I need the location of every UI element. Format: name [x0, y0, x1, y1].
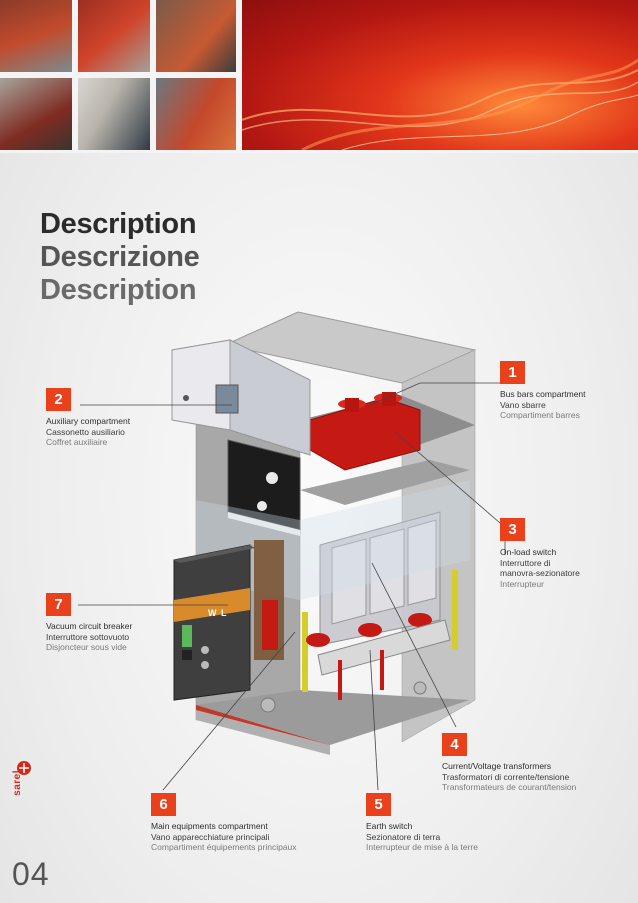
callout-label-7: Vacuum circuit breaker Interruttore sott… [46, 621, 132, 653]
page-title-italian: Descrizione [40, 241, 200, 273]
label-it: Interruttore sottovuoto [46, 631, 130, 642]
label-en: Main equipments compartment [151, 821, 268, 831]
label-fr: Interrupteur [500, 578, 544, 589]
label-it: Trasformatori di corrente/tensione [442, 771, 570, 782]
label-it: Vano apparecchiature principali [151, 831, 270, 842]
callout-label-5: Earth switch Sezionatore di terra Interr… [366, 821, 478, 853]
label-en: On-load switch [500, 547, 557, 557]
page-number: 04 [12, 856, 50, 892]
label-it: Sezionatore di terra [366, 831, 441, 842]
label-fr: Compartiment barres [500, 410, 580, 420]
label-fr: Disjoncteur sous vide [46, 642, 127, 652]
callout-number-6: 6 [151, 793, 176, 816]
label-fr: Transformateurs de courant/tension [442, 782, 577, 792]
callout-label-1: Bus bars compartment Vano sbarre Compart… [500, 389, 586, 421]
label-it: Interruttore di [500, 557, 551, 568]
photo-tile [156, 0, 236, 72]
page-title-french: Description [40, 274, 197, 306]
page-title: Description [40, 208, 197, 240]
brand-name: sarel [12, 770, 23, 796]
callout-number-4: 4 [442, 733, 467, 756]
label-en: Earth switch [366, 821, 413, 831]
label-it-cont: manovra-sezionatore [500, 568, 580, 578]
label-fr: Compartiment équipements principaux [151, 842, 297, 852]
label-en: Vacuum circuit breaker [46, 621, 133, 631]
brand-logo-icon [17, 761, 31, 775]
photo-tile [0, 0, 72, 72]
cabinet-badge: W L [208, 608, 228, 618]
callout-number-5: 5 [366, 793, 391, 816]
label-it: Vano sbarre [500, 399, 546, 410]
label-en: Bus bars compartment [500, 389, 586, 399]
callout-number-2: 2 [46, 388, 71, 411]
label-en: Current/Voltage transformers [442, 761, 552, 771]
callout-number-7: 7 [46, 593, 71, 616]
photo-tile [78, 78, 150, 150]
callout-label-6: Main equipments compartment Vano apparec… [151, 821, 297, 853]
label-fr: Coffret auxiliaire [46, 437, 108, 447]
label-en: Auxiliary compartment [46, 416, 131, 426]
photo-tile [0, 78, 72, 150]
label-fr: Interrupteur de mise à la terre [366, 842, 478, 852]
header-banner [0, 0, 638, 153]
label-it: Cassonetto ausiliario [46, 426, 125, 437]
photo-tile [78, 0, 150, 72]
red-wave-panel [242, 0, 638, 150]
callout-number-3: 3 [500, 518, 525, 541]
callout-label-2: Auxiliary compartment Cassonetto ausilia… [46, 416, 130, 448]
callout-label-4: Current/Voltage transformers Trasformato… [442, 761, 576, 793]
photo-tile [156, 78, 236, 150]
callout-label-3: On-load switch Interruttore di manovra-s… [500, 547, 580, 589]
callout-number-1: 1 [500, 361, 525, 384]
